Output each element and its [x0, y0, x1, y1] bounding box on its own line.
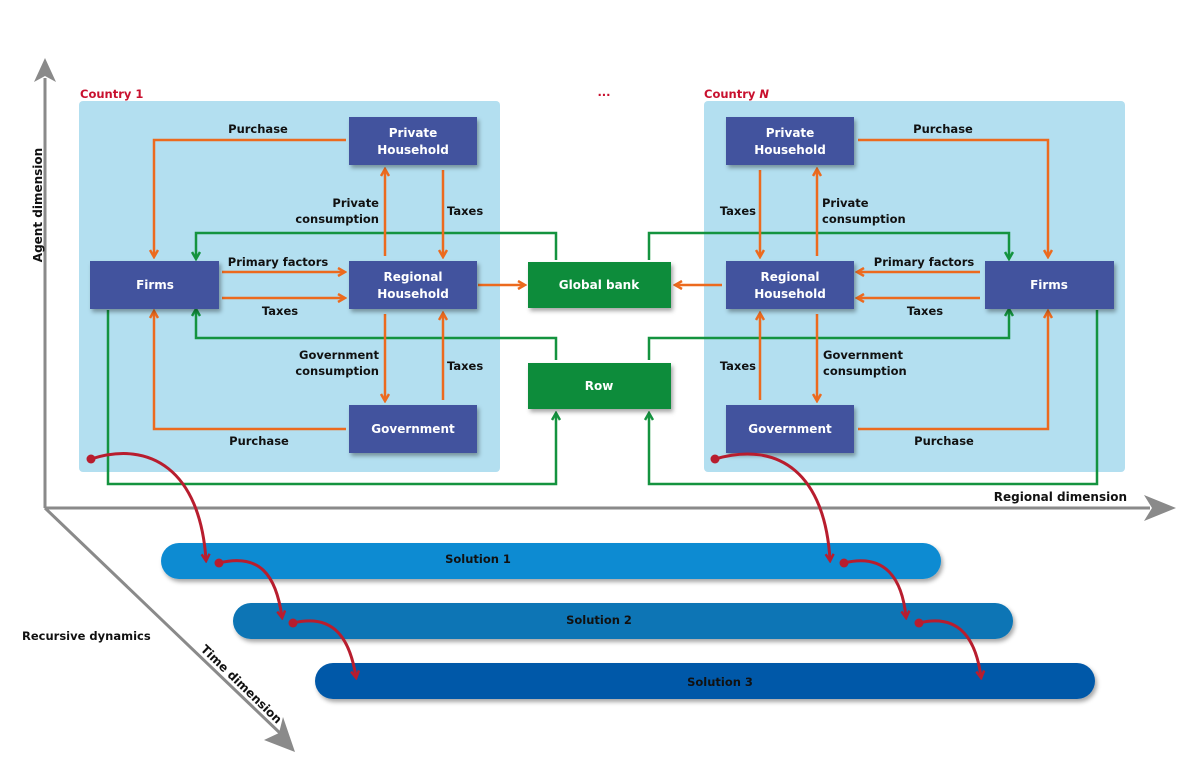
- regional-household-box-c1[interactable]: Regional Household: [349, 261, 477, 309]
- country-n-region: [704, 101, 1125, 472]
- recursive-dynamics-label: Recursive dynamics: [22, 629, 151, 643]
- government-label: Government: [748, 422, 832, 436]
- firms-box-c1[interactable]: Firms: [90, 261, 219, 309]
- time-axis: [43, 506, 284, 737]
- solution-1-label: Solution 1: [445, 552, 511, 566]
- flow-ph-purchase-firms-c1: [154, 138, 346, 256]
- regional-household-box-cn[interactable]: Regional Household: [726, 261, 854, 309]
- private-consumption-label: Private: [822, 196, 869, 210]
- green-flows: [106, 231, 1099, 486]
- private-consumption-label: consumption: [822, 212, 906, 226]
- country-1-agents: Private Household Firms Regional Househo…: [90, 117, 477, 453]
- flow-labels-cn: Purchase Private consumption Taxes Prima…: [720, 122, 975, 448]
- private-household-label: Household: [754, 143, 826, 157]
- purchase-label: Purchase: [228, 122, 288, 136]
- taxes-label: Taxes: [447, 359, 483, 373]
- row-box[interactable]: Row: [528, 363, 671, 409]
- solution-2-label: Solution 2: [566, 613, 632, 627]
- solution-1-bar[interactable]: Solution 1: [161, 543, 941, 579]
- dynamics-arrow: [292, 619, 356, 677]
- country-n-agents: Private Household Firms Regional Househo…: [726, 117, 1114, 453]
- private-consumption-label: consumption: [295, 212, 379, 226]
- purchase-label: Purchase: [914, 434, 974, 448]
- government-box-cn[interactable]: Government: [726, 405, 854, 453]
- row-label: Row: [585, 379, 614, 393]
- flow-labels-c1: Purchase Private consumption Taxes Prima…: [228, 122, 484, 448]
- flow-gov-purchase-firms-c1: [154, 312, 346, 431]
- private-household-box-cn[interactable]: Private Household: [726, 117, 854, 165]
- government-consumption-label: Government: [823, 348, 903, 362]
- private-household-label: Private: [389, 126, 438, 140]
- taxes-label: Taxes: [720, 204, 756, 218]
- solution-2-bar[interactable]: Solution 2: [233, 603, 1013, 639]
- dynamics-arrow: [90, 452, 206, 560]
- taxes-label: Taxes: [262, 304, 298, 318]
- flow-globalbank-to-firms-cn: [647, 231, 1009, 260]
- solution-3-bar[interactable]: Solution 3: [315, 663, 1095, 699]
- purchase-label: Purchase: [229, 434, 289, 448]
- government-consumption-label: consumption: [823, 364, 907, 378]
- regional-household-label: Household: [377, 287, 449, 301]
- flow-firms-to-row-cn: [649, 310, 1099, 486]
- solution-3-label: Solution 3: [687, 675, 753, 689]
- global-bank-box[interactable]: Global bank: [528, 262, 671, 308]
- firms-label: Firms: [1030, 278, 1068, 292]
- government-consumption-label: Government: [299, 348, 379, 362]
- dynamics-arrow: [918, 619, 981, 677]
- agent-axis-arrowhead: [34, 58, 56, 82]
- regional-household-label: Regional: [383, 270, 442, 284]
- country-1-region: [79, 101, 500, 472]
- agent-axis-label: Agent dimension: [31, 148, 45, 262]
- time-axis-arrowhead: [264, 717, 295, 752]
- private-consumption-label: Private: [332, 196, 379, 210]
- recursive-dynamics-arrows: [86, 452, 982, 677]
- taxes-label: Taxes: [720, 359, 756, 373]
- primary-factors-label: Primary factors: [228, 255, 329, 269]
- regional-axis-arrowhead: [1144, 495, 1176, 521]
- government-consumption-label: consumption: [295, 364, 379, 378]
- regional-axis-label: Regional dimension: [994, 490, 1127, 504]
- dynamics-arrow: [843, 559, 906, 617]
- taxes-label: Taxes: [907, 304, 943, 318]
- firms-label: Firms: [136, 278, 174, 292]
- firms-box-cn[interactable]: Firms: [985, 261, 1114, 309]
- flow-globalbank-to-firms-c1: [196, 231, 558, 260]
- flow-ph-purchase-firms-cn: [858, 138, 1048, 256]
- government-box-c1[interactable]: Government: [349, 405, 477, 453]
- ellipsis: ...: [597, 85, 610, 99]
- country-n-label: Country N: [704, 87, 769, 101]
- regional-household-label: Household: [754, 287, 826, 301]
- taxes-label: Taxes: [447, 204, 483, 218]
- country-1-label: Country 1: [80, 87, 143, 101]
- flow-firms-to-row-c1: [106, 310, 556, 486]
- orange-flows: [154, 138, 1048, 431]
- flow-gov-purchase-firms-cn: [858, 312, 1048, 431]
- government-label: Government: [371, 422, 455, 436]
- flow-row-to-firms-cn: [647, 310, 1009, 360]
- flow-row-to-firms-c1: [196, 310, 558, 360]
- purchase-label: Purchase: [913, 122, 973, 136]
- private-household-box-c1[interactable]: Private Household: [349, 117, 477, 165]
- dynamics-arrow: [218, 559, 282, 617]
- primary-factors-label: Primary factors: [874, 255, 975, 269]
- global-bank-label: Global bank: [559, 278, 640, 292]
- regional-household-label: Regional: [760, 270, 819, 284]
- private-household-label: Household: [377, 143, 449, 157]
- dynamics-arrow: [714, 452, 830, 560]
- time-axis-label: Time dimension: [198, 642, 285, 726]
- solution-bars: Solution 1 Solution 2 Solution 3: [161, 543, 1095, 699]
- private-household-label: Private: [766, 126, 815, 140]
